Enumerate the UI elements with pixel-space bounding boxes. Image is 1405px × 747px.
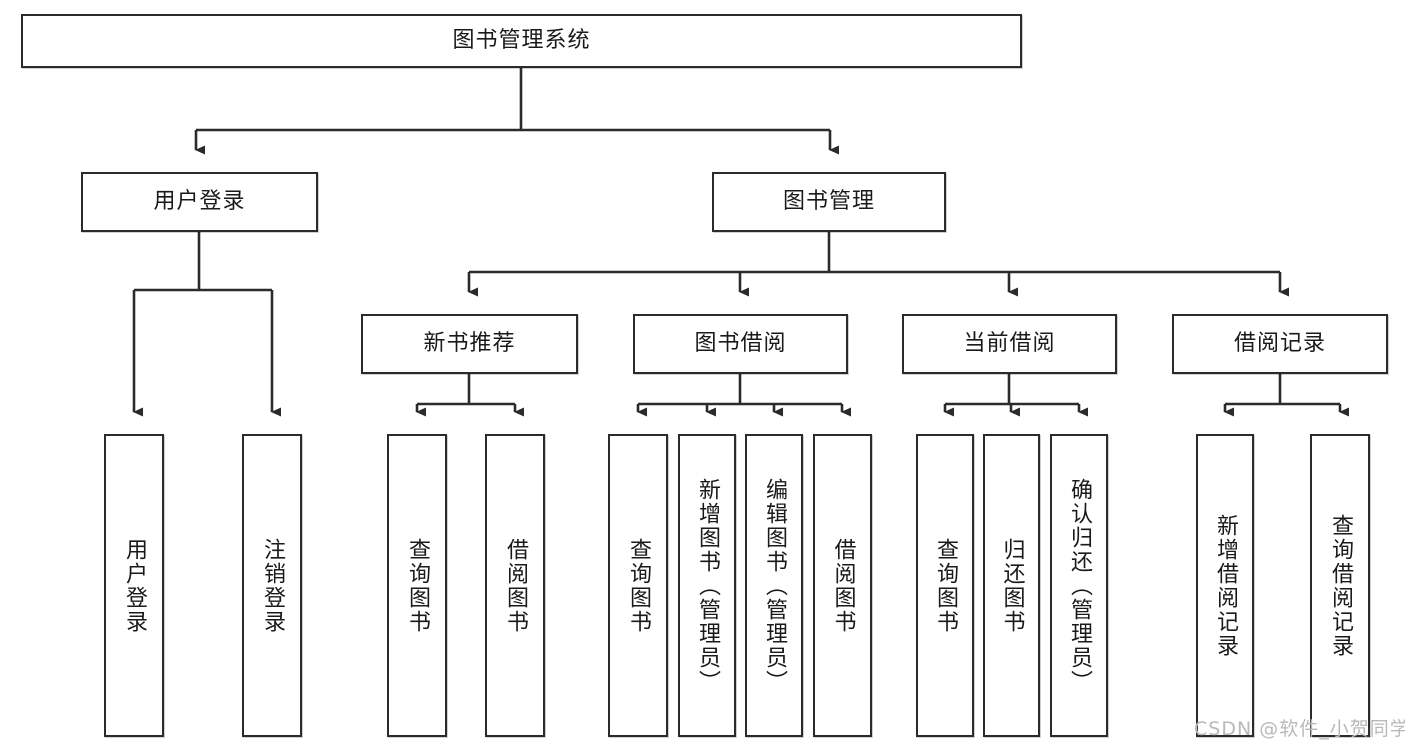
leaf-query-book-recommend[interactable]: 查询图书	[387, 434, 447, 737]
leaf-user-login-label: 用户登录	[122, 537, 147, 634]
leaf-return-book-label: 归还图书	[999, 537, 1025, 634]
node-borrow-record-label: 借阅记录	[1233, 330, 1326, 356]
leaf-edit-book-admin-label: 编辑图书（管理员）	[762, 477, 787, 694]
leaf-logout[interactable]: 注销登录	[242, 434, 302, 737]
leaf-borrow-book-recommend-label: 借阅图书	[503, 537, 528, 634]
node-new-book-recommend[interactable]: 新书推荐	[361, 314, 578, 374]
node-new-book-recommend-label: 新书推荐	[423, 330, 516, 356]
leaf-add-borrow-record[interactable]: 新增借阅记录	[1196, 434, 1254, 737]
leaf-query-book-current-label: 查询图书	[933, 537, 958, 634]
leaf-add-book-admin-label: 新增图书（管理员）	[695, 477, 720, 694]
node-borrow-record[interactable]: 借阅记录	[1172, 314, 1388, 374]
node-book-borrow[interactable]: 图书借阅	[633, 314, 848, 374]
leaf-confirm-return-admin-label: 确认归还（管理员）	[1067, 477, 1092, 694]
leaf-query-book-borrow[interactable]: 查询图书	[608, 434, 668, 737]
node-current-borrow[interactable]: 当前借阅	[902, 314, 1117, 374]
node-user-login-label: 用户登录	[153, 188, 246, 214]
node-current-borrow-label: 当前借阅	[963, 330, 1056, 356]
leaf-edit-book-admin[interactable]: 编辑图书（管理员）	[745, 434, 803, 737]
leaf-confirm-return-admin[interactable]: 确认归还（管理员）	[1050, 434, 1108, 737]
node-book-management[interactable]: 图书管理	[712, 172, 946, 232]
node-user-login[interactable]: 用户登录	[81, 172, 318, 232]
leaf-query-book-borrow-label: 查询图书	[626, 537, 651, 634]
leaf-query-book-recommend-label: 查询图书	[405, 537, 430, 634]
leaf-return-book[interactable]: 归还图书	[983, 434, 1040, 737]
leaf-borrow-book[interactable]: 借阅图书	[813, 434, 872, 737]
leaf-add-book-admin[interactable]: 新增图书（管理员）	[678, 434, 736, 737]
leaf-add-borrow-record-label: 新增借阅记录	[1213, 513, 1238, 658]
leaf-logout-label: 注销登录	[260, 537, 285, 634]
leaf-query-book-current[interactable]: 查询图书	[916, 434, 974, 737]
node-root-label: 图书管理系统	[452, 27, 591, 53]
node-book-management-label: 图书管理	[782, 188, 875, 214]
leaf-borrow-book-label: 借阅图书	[830, 537, 856, 634]
node-root[interactable]: 图书管理系统	[21, 14, 1022, 68]
node-book-borrow-label: 图书借阅	[694, 330, 787, 356]
leaf-query-borrow-record-label: 查询借阅记录	[1328, 513, 1353, 658]
leaf-borrow-book-recommend[interactable]: 借阅图书	[485, 434, 545, 737]
leaf-query-borrow-record[interactable]: 查询借阅记录	[1310, 434, 1370, 737]
leaf-user-login[interactable]: 用户登录	[104, 434, 164, 737]
